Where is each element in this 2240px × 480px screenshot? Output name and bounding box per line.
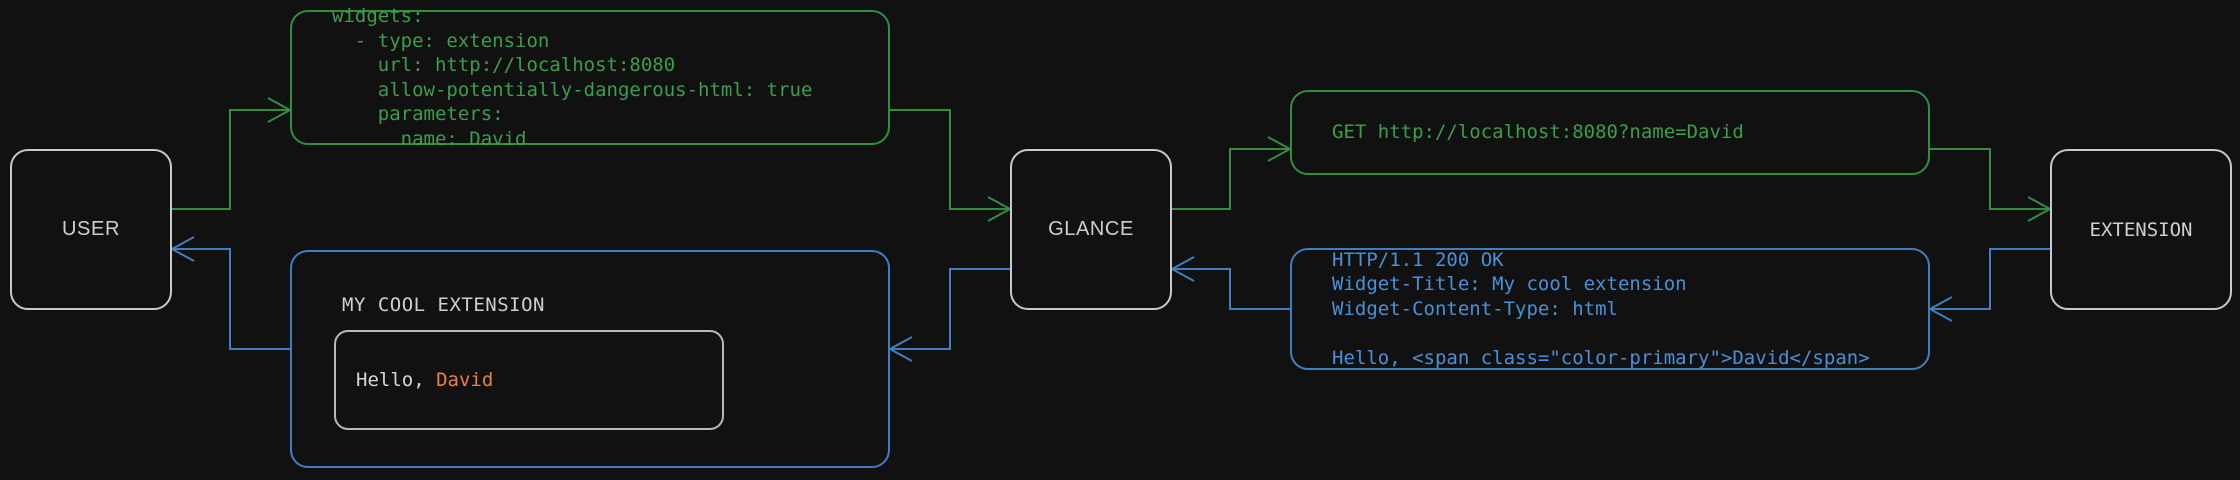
widget-render-box: MY COOL EXTENSION Hello, David	[290, 250, 890, 468]
connector-response-to-glance	[1169, 256, 1290, 310]
http-response-text: HTTP/1.1 200 OK Widget-Title: My cool ex…	[1332, 248, 1870, 369]
connector-glance-to-widget	[887, 268, 1010, 362]
connector-yaml-to-glance	[890, 109, 1013, 222]
connector-get-to-extension	[1930, 148, 2053, 222]
widget-greeting: Hello, David	[336, 369, 493, 391]
widget-content-frame: Hello, David	[334, 330, 724, 430]
connector-user-to-yaml	[172, 97, 293, 210]
get-request-box: GET http://localhost:8080?name=David	[1290, 90, 1930, 175]
widget-greeting-name: David	[436, 369, 494, 391]
connector-widget-to-user	[169, 236, 290, 350]
widget-greeting-prefix: Hello,	[356, 369, 437, 391]
connector-glance-to-get	[1172, 136, 1293, 210]
yaml-config-box: widgets: - type: extension url: http://l…	[290, 5, 890, 150]
node-glance-label: GLANCE	[1048, 218, 1134, 240]
widget-title: MY COOL EXTENSION	[342, 294, 545, 316]
http-response-box: HTTP/1.1 200 OK Widget-Title: My cool ex…	[1290, 248, 1930, 370]
node-user[interactable]: USER	[10, 149, 172, 310]
node-extension[interactable]: EXTENSION	[2050, 149, 2232, 310]
node-glance[interactable]: GLANCE	[1010, 149, 1172, 310]
node-extension-label: EXTENSION	[2089, 218, 2193, 241]
get-request-text: GET http://localhost:8080?name=David	[1332, 121, 1744, 144]
yaml-config-text: widgets: - type: extension url: http://l…	[332, 5, 813, 150]
connector-extension-to-response	[1927, 248, 2050, 322]
node-user-label: USER	[62, 218, 120, 240]
